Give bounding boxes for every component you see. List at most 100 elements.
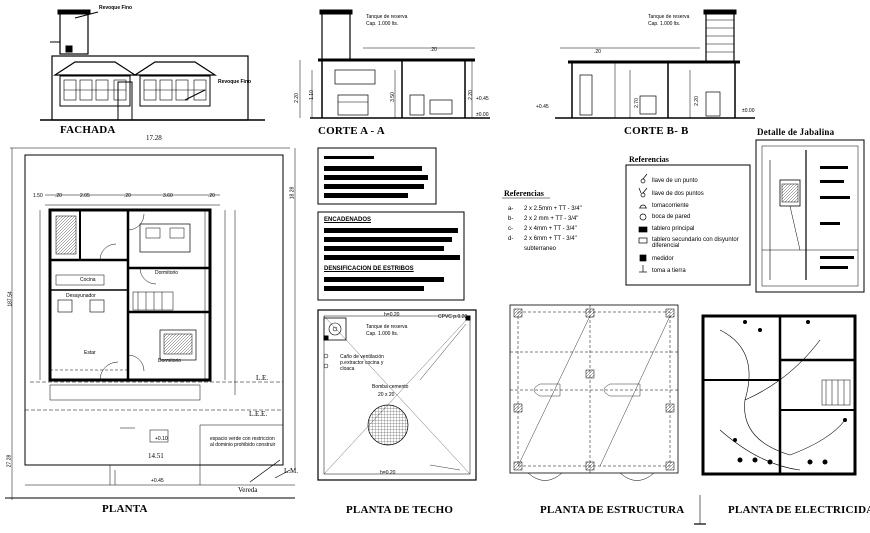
room-desayunador: Desayunador [66,293,96,299]
ref-item-tomacorriente: tomacorriente [652,203,689,209]
corte-b-dim-3: .20 [594,49,601,55]
planta-estructura-drawing [509,304,679,481]
note-bar [324,277,444,282]
title-planta-techo: PLANTA DE TECHO [346,504,454,516]
techo-pvc: CPVC p.0.20 [438,314,468,320]
referencias-right-title: Referencias [629,155,669,164]
note-bar [324,193,408,198]
note-bar [324,166,422,171]
fachada-note-top: Revoque Fino [99,5,133,11]
ref-mid-footer: subterraneo [524,246,557,252]
techo-h1: h=0.20 [384,312,400,318]
corte-a-level-1: +0.45 [476,96,489,102]
techo-tanque: Tanque de reserva [366,324,408,330]
planta-level-1: +0.10 [155,436,168,442]
corte-a-tanque: Tanque de reserva [366,14,408,20]
corte-a-dim-5: .20 [430,47,437,53]
note-bar [324,156,374,159]
note-bar [324,246,444,251]
planta-dim-left: 187.54 [7,291,14,307]
planta-dim-top-1: 1.50 [33,193,43,199]
ref-item-llave-dos-puntos: llave de dos puntos [652,191,704,197]
note-bar [324,184,424,189]
title-detalle-jabalina: Detalle de Jabalina [757,127,835,137]
corte-a-drawing [299,9,490,119]
note-encadenados: ENCADENADOS [324,217,372,223]
planta-dim-top-4: .20 [124,193,131,199]
fachada-note-side: Revoque Fino [218,79,252,85]
referencias-mid-title: Referencias [504,189,544,198]
planta-dim-top-2: .20 [55,193,62,199]
corte-b-level-2: ±0.00 [742,108,755,114]
corte-a-dim-3: 3.50 [389,92,396,102]
corte-a-dim-4: 2.20 [467,90,474,100]
planta-note: espacio verde con restriccion al dominio… [210,436,276,448]
ref-mid-v-b: 2 x 2 mm + TT - 3/4" [524,216,579,222]
planta-lem: L.E.E. [249,410,268,418]
planta-lm: L.M. [284,467,298,475]
planta-dim-total: 17.28 [146,134,162,142]
title-fachada: FACHADA [60,124,116,136]
techo-tanque-cap: Cap. 1.000 lts. [366,331,399,337]
planta-level-2: +0.45 [151,478,164,484]
title-planta: PLANTA [102,503,148,515]
fachada-drawing [40,9,265,121]
note-bar [324,255,460,260]
room-dormitorio-1: Dormitorio [155,270,179,276]
planta-le: L.E. [256,374,269,382]
note-bar [324,286,424,291]
corte-b-drawing [555,9,755,119]
referencias-box [625,164,751,286]
planta-dim-left-low: 27.28 [6,454,13,468]
ref-item-toma-tierra: toma a tierra [652,268,686,274]
ref-mid-k-b: b- [508,216,514,222]
note-bar [324,175,428,180]
ref-mid-k-d: d- [508,236,514,242]
corte-a-dim-2: 1.10 [308,90,315,100]
ref-mid-v-d: 2 x 6mm + TT - 3/4" [524,236,577,242]
note-boxes [317,147,465,301]
planta-vereda: Vereda [238,486,258,494]
planta-techo-drawing [317,309,477,481]
room-dormitorio-2: Dormitorio [158,358,182,364]
note-bar [324,228,458,233]
planta-drawing [5,147,296,500]
techo-cano: Caño de ventilación p.extractor cocina y… [340,354,384,372]
planta-dim-top-3: 2.05 [80,193,90,199]
planta-dim-bottom: 14.51 [148,452,164,460]
room-cocina: Cocina [80,277,96,283]
corte-b-level-1: +0.45 [536,104,549,110]
corte-b-tanque-cap: Cap. 1.000 lts. [648,21,681,27]
corte-a-dim-1: 2.20 [293,93,300,103]
planta-dim-top-5: 3.60 [163,193,173,199]
title-planta-electricidad: PLANTA DE ELECTRICIDAD [728,504,870,516]
ref-item-tablero-principal: tablero principal [652,226,695,232]
techo-bomba: Bomba cemento [372,384,409,390]
ref-item-tablero-secundario: tablero secundario con disyuntor diferen… [652,237,739,249]
title-corte-a: CORTE A - A [318,125,385,137]
techo-bomba-dim: 20 x 20 [378,392,395,398]
ref-mid-v-a: 2 x 2.5mm + TT - 3/4" [524,206,582,212]
corte-a-tanque-cap: Cap. 1.000 lts. [366,21,399,27]
ref-item-llave-un-punto: llave de un punto [652,178,698,184]
detalle-jabalina-drawing [755,139,865,293]
ref-item-boca-pared: boca de pared [652,214,691,220]
ref-mid-k-c: c- [508,226,513,232]
ref-item-medidor: medidor [652,256,674,262]
title-planta-estructura: PLANTA DE ESTRUCTURA [540,504,685,516]
planta-electricidad-drawing [694,314,857,525]
corte-a-level-2: ±0.00 [476,112,489,118]
corte-b-dim-2: 2.20 [693,96,700,106]
planta-dim-right: 18.28 [289,186,296,200]
techo-h2: h=0.20 [380,470,396,476]
note-bar [324,237,452,242]
corte-b-dim-1: 2.70 [633,98,640,108]
ref-mid-v-c: 2 x 4mm + TT - 3/4" [524,226,577,232]
note-densificacion: DENSIFICACION DE ESTRIBOS [324,266,414,272]
corte-b-tanque: Tanque de reserva [648,14,690,20]
planta-dim-top-6: .20 [208,193,215,199]
ref-mid-k-a: a- [508,206,514,212]
room-estar: Estar [84,350,96,356]
title-corte-b: CORTE B- B [624,125,689,137]
